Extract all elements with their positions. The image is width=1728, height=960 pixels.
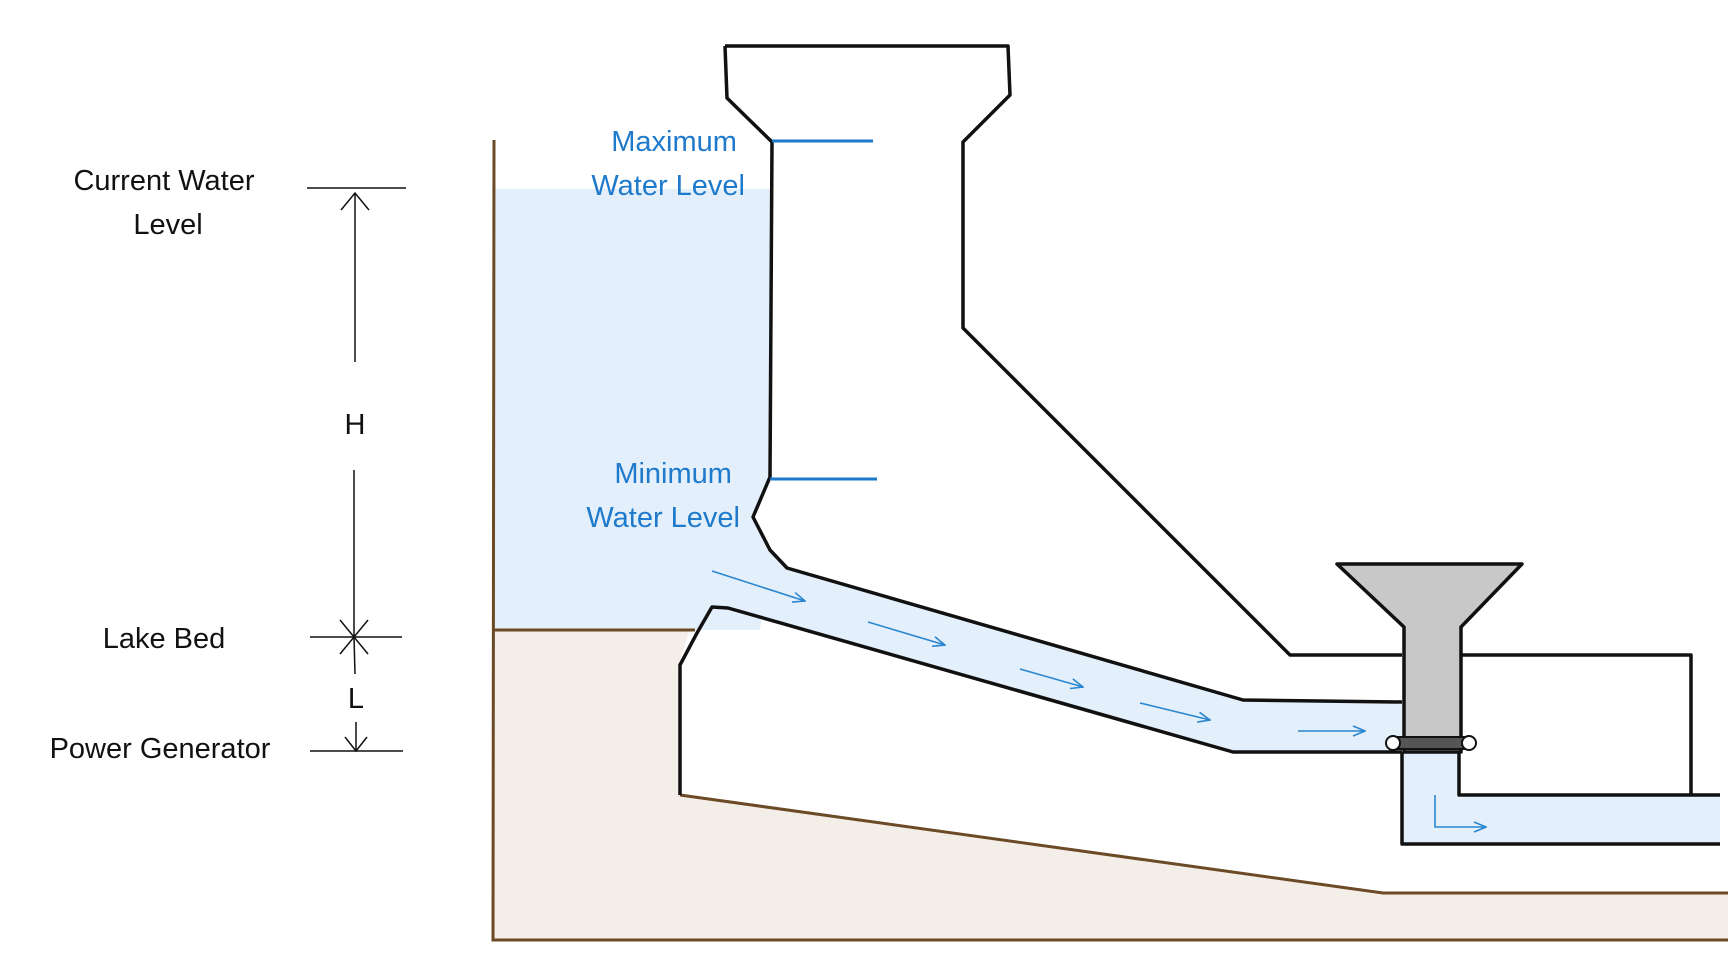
l-label: L	[348, 683, 364, 715]
powerhouse-block	[1457, 653, 1720, 797]
flow-arrow	[867, 621, 945, 645]
turbine-shaft	[1394, 736, 1470, 750]
penstock-lower-wall	[678, 605, 1402, 795]
h-arrowhead-top	[340, 191, 370, 211]
lake-bed-label: Lake Bed	[103, 623, 226, 655]
current-water-level-label: Current Water Level	[73, 165, 262, 241]
maximum-water-level-label: Maximum Water Level	[591, 126, 745, 202]
h-label: H	[345, 409, 366, 441]
reservoir-water	[494, 189, 770, 630]
l-arrowhead-bottom	[344, 736, 368, 753]
turbine-bearing-left	[1385, 735, 1401, 751]
minimum-water-level-label: Minimum Water Level	[586, 458, 740, 534]
outlet-water	[1402, 752, 1720, 844]
ground-area	[492, 629, 1728, 940]
flow-arrow	[1019, 668, 1083, 687]
flow-arrow	[1139, 702, 1210, 720]
l-dimension-upper	[353, 636, 356, 675]
foundation-line	[679, 793, 1728, 895]
dam-body	[725, 44, 1402, 657]
flow-arrow	[1434, 795, 1486, 827]
turbine-bearing-right	[1461, 735, 1477, 751]
flow-arrow	[711, 570, 805, 601]
generator-funnel	[1335, 562, 1524, 754]
dam-upstream-face	[723, 45, 1403, 704]
penstock-water	[712, 550, 1402, 752]
power-generator-label: Power Generator	[50, 733, 271, 765]
reservoir-left-wall	[491, 139, 1728, 942]
outlet-channel	[1400, 752, 1720, 846]
